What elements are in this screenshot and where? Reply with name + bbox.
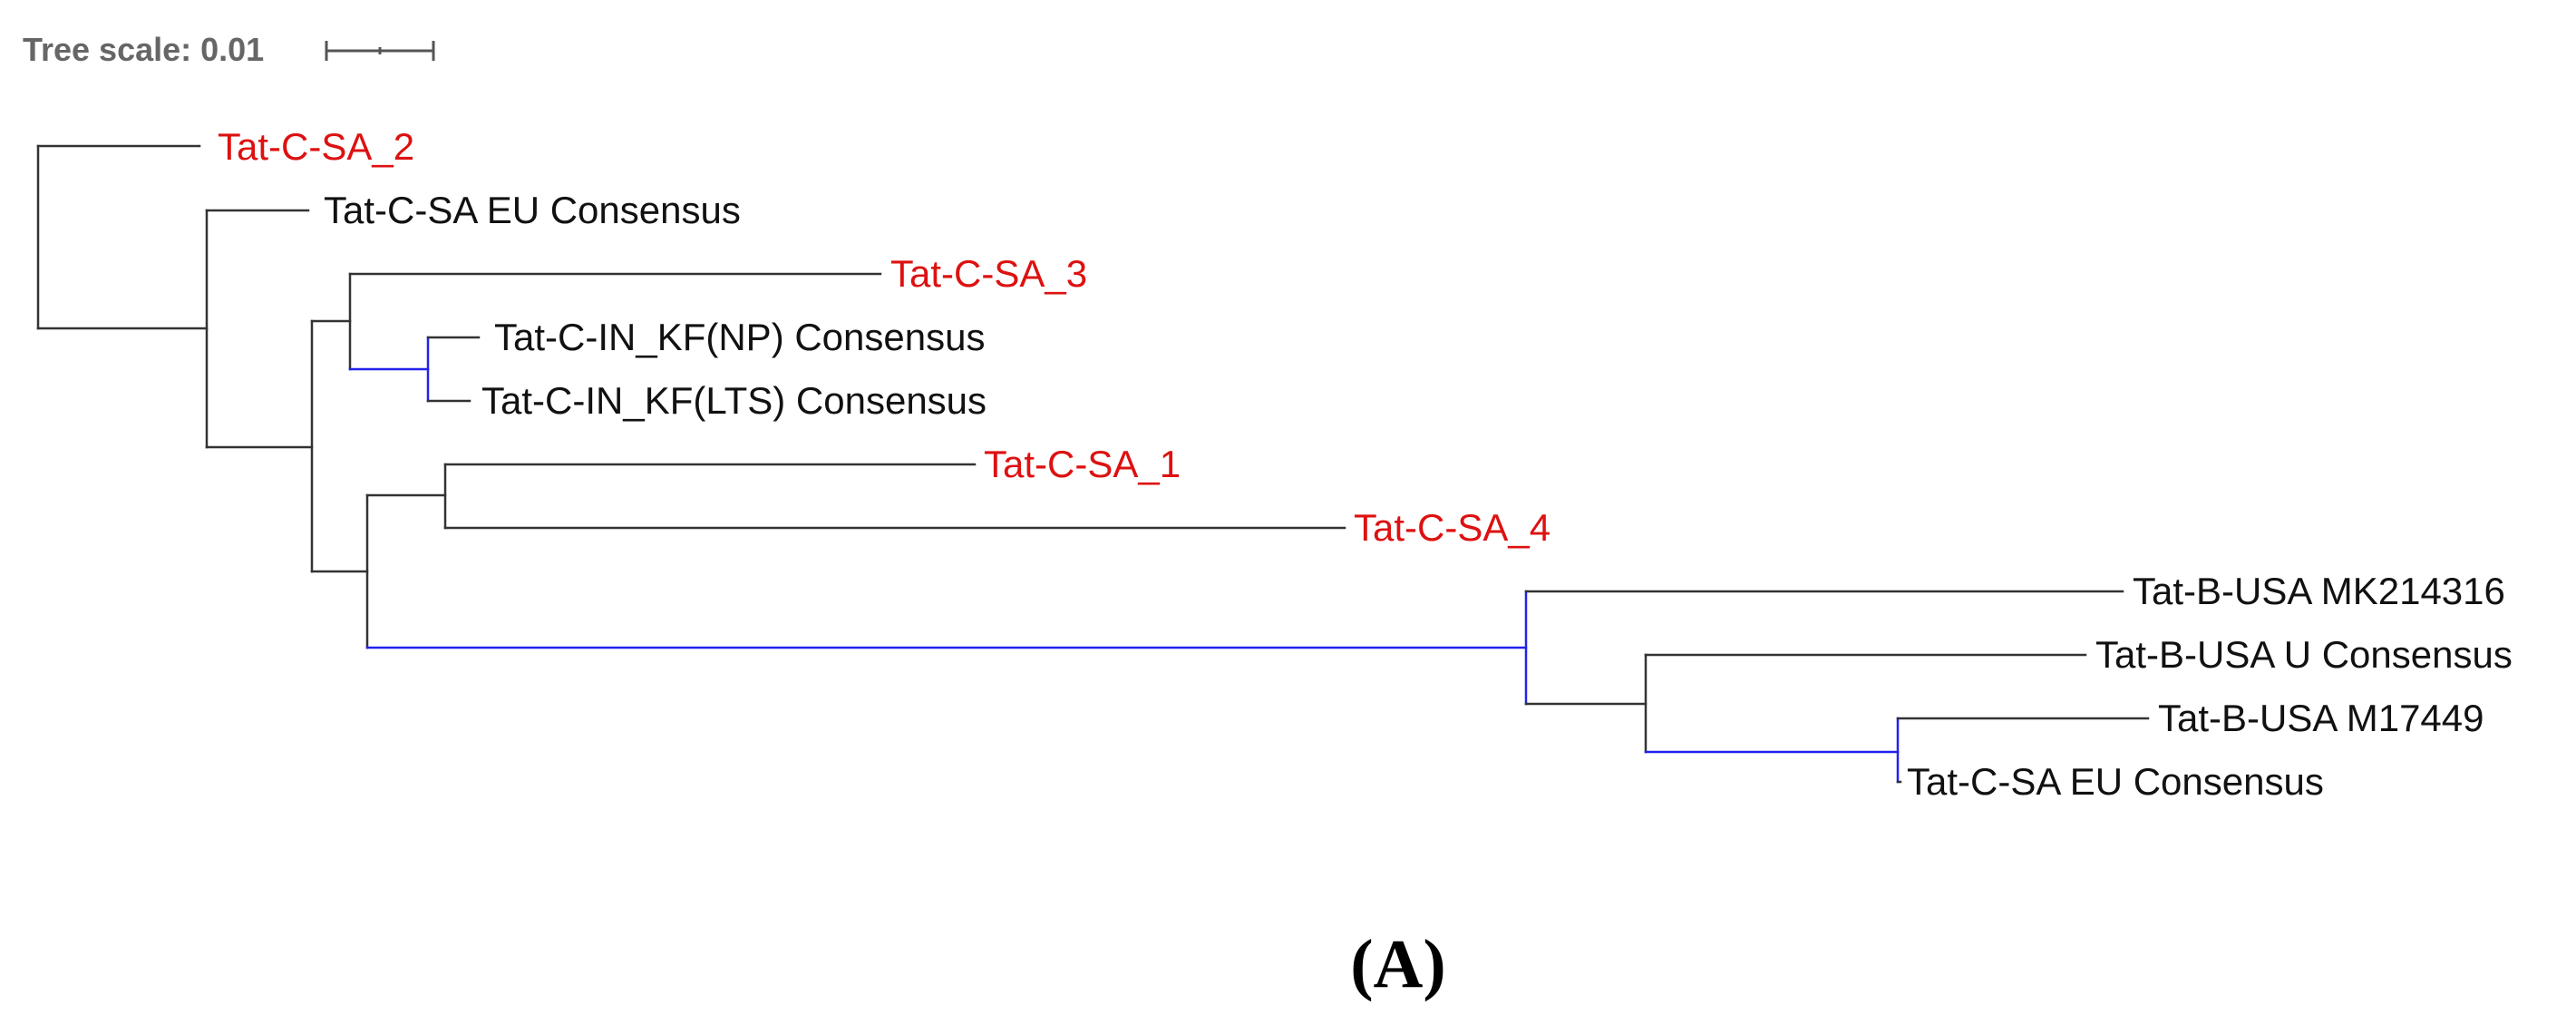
panel-label: (A) — [1350, 926, 1446, 1002]
leaf-label-tat-c-sa-eu-consensus: Tat-C-SA EU Consensus — [324, 189, 741, 231]
leaf-label-tat-c-sa-1: Tat-C-SA_1 — [984, 443, 1181, 485]
tree-branches — [36, 144, 2150, 784]
leaf-label-tat-b-usa-mk214316: Tat-B-USA MK214316 — [2133, 570, 2505, 612]
leaf-label-tat-c-sa-3: Tat-C-SA_3 — [890, 252, 1087, 295]
tree-scale-bar — [325, 41, 435, 61]
leaf-label-tat-c-sa-2: Tat-C-SA_2 — [218, 125, 414, 168]
leaf-label-tat-b-usa-u-consensus: Tat-B-USA U Consensus — [2095, 633, 2513, 676]
leaf-label-tat-b-usa-m17449: Tat-B-USA M17449 — [2158, 697, 2484, 739]
tree-scale-label: Tree scale: 0.01 — [23, 31, 264, 68]
leaf-label-tat-c-sa-4: Tat-C-SA_4 — [1354, 506, 1550, 549]
leaf-label-tat-c-sa-eu-consensus-2: Tat-C-SA EU Consensus — [1907, 760, 2324, 803]
leaf-label-tat-c-in-kf-lts-consensus: Tat-C-IN_KF(LTS) Consensus — [481, 379, 987, 422]
leaf-label-tat-c-in-kf-np-consensus: Tat-C-IN_KF(NP) Consensus — [494, 316, 985, 358]
